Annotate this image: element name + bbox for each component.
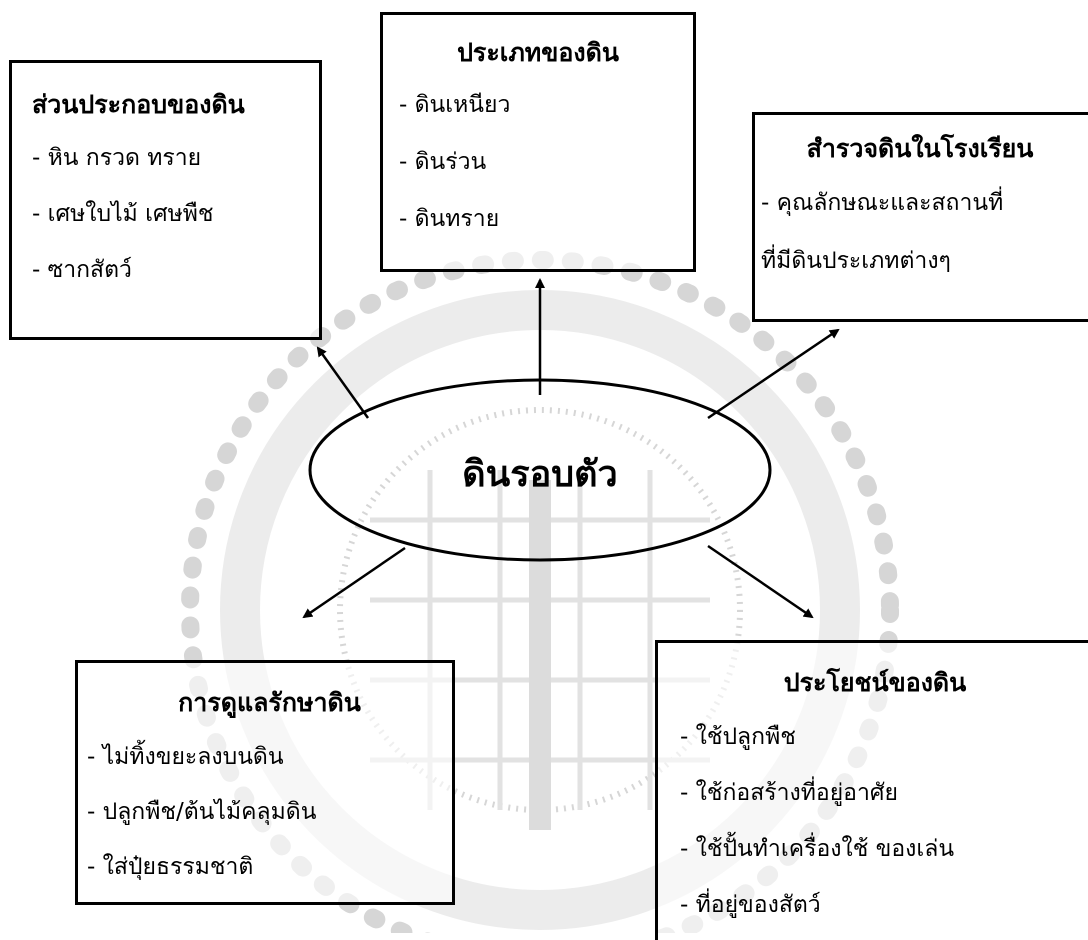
list-item: - ใช้ก่อสร้างที่อยู่อาศัย [680, 780, 898, 806]
list-item: - คุณลักษณะและสถานที่ [761, 190, 1004, 216]
list-item: - ปลูกพืช/ต้นไม้คลุมดิน [87, 799, 317, 825]
arrow-to-components [316, 346, 370, 419]
list-item: - ดินทราย [399, 206, 500, 232]
soil-care-title: การดูแลรักษาดิน [178, 688, 361, 717]
arrow-to-survey [707, 328, 840, 420]
school-soil-survey-title: สำรวจดินในโรงเรียน [806, 134, 1034, 163]
soil-types-box: ประเภทของดิน - ดินเหนียว - ดินร่วน - ดิน… [380, 12, 696, 272]
arrow-to-care [302, 546, 406, 619]
soil-benefits-title: ประโยชน์ของดิน [783, 668, 967, 697]
school-soil-survey-box: สำรวจดินในโรงเรียน - คุณลักษณะและสถานที่… [752, 112, 1088, 322]
list-item: - ไม่ทิ้งขยะลงบนดิน [87, 744, 284, 770]
soil-components-box: ส่วนประกอบของดิน - หิน กรวด ทราย - เศษใบ… [9, 60, 322, 340]
list-item: - หิน กรวด ทราย [32, 145, 202, 171]
soil-components-title: ส่วนประกอบของดิน [32, 90, 245, 119]
list-item: - ใช้ปั้นทำเครื่องใช้ ของเล่น [680, 836, 955, 862]
soil-types-title: ประเภทของดิน [457, 38, 619, 67]
arrow-to-benefits [707, 544, 814, 619]
list-item: - ดินเหนียว [399, 92, 511, 118]
list-item: - ใช้ปลูกพืช [680, 724, 796, 750]
list-item: - ซากสัตว์ [32, 257, 132, 283]
list-item: - ดินร่วน [399, 149, 487, 175]
center-ellipse [308, 378, 772, 562]
list-item: - ใส่ปุ๋ยธรรมชาติ [87, 854, 254, 880]
center-topic: ดินรอบตัว [462, 454, 618, 495]
list-item: ที่มีดินประเภทต่างๆ [761, 248, 951, 274]
list-item: - เศษใบไม้ เศษพืช [32, 201, 214, 227]
soil-care-box: การดูแลรักษาดิน - ไม่ทิ้งขยะลงบนดิน - ปล… [75, 660, 455, 905]
list-item: - ที่อยู่ของสัตว์ [680, 892, 821, 918]
soil-benefits-box: ประโยชน์ของดิน - ใช้ปลูกพืช - ใช้ก่อสร้า… [655, 640, 1088, 940]
